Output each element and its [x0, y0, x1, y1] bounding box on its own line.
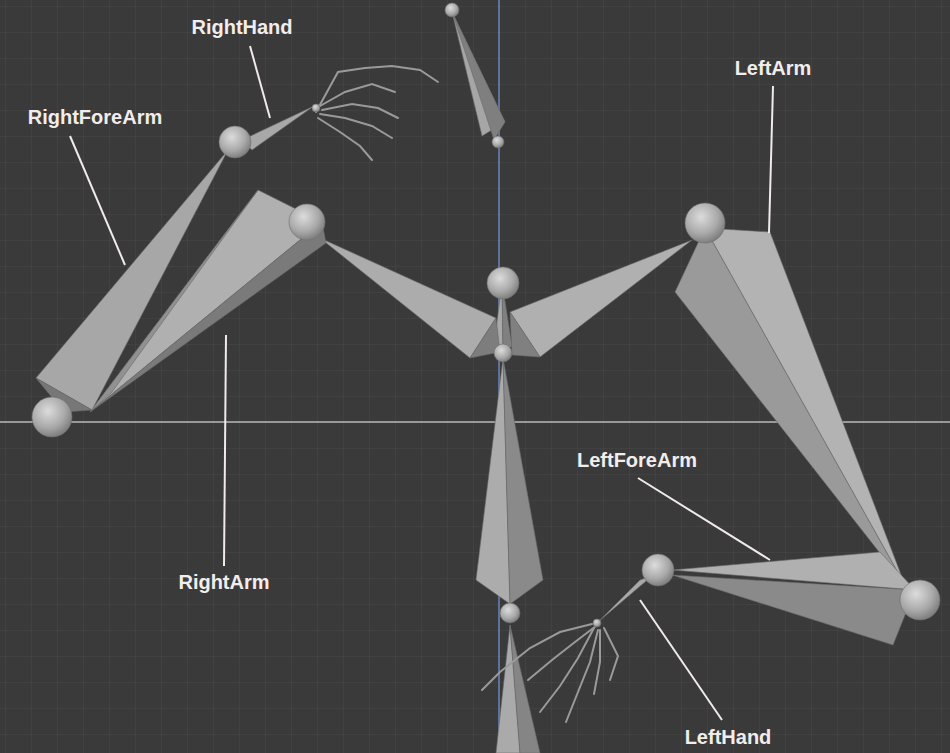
joints	[289, 204, 325, 240]
bone-label: LeftHand	[685, 725, 772, 749]
bone-label: LeftArm	[735, 56, 812, 80]
bones	[503, 358, 543, 604]
joints	[32, 397, 72, 437]
joints	[685, 203, 725, 243]
fingers	[566, 630, 598, 722]
bone-label: RightArm	[178, 570, 269, 594]
fingers	[316, 66, 438, 112]
fingers	[482, 624, 592, 690]
bones	[510, 312, 540, 357]
joints	[593, 619, 601, 627]
bones	[598, 576, 652, 622]
bones	[510, 240, 692, 357]
bones	[675, 228, 905, 585]
joints	[492, 136, 504, 148]
joints	[32, 3, 940, 627]
bones	[452, 12, 505, 140]
bone-label: RightHand	[191, 15, 292, 39]
bone-label: RightForeArm	[28, 105, 162, 129]
leader-lines	[638, 478, 770, 560]
leader-lines	[70, 46, 773, 720]
leader-lines	[640, 600, 722, 720]
leader-lines	[70, 136, 125, 265]
joints	[494, 344, 512, 362]
fingers	[594, 630, 600, 694]
fingers	[318, 118, 372, 160]
joints	[642, 554, 674, 586]
joints	[445, 3, 459, 17]
bone-label: LeftForeArm	[577, 448, 697, 472]
fingers	[604, 628, 618, 680]
fingers	[320, 84, 395, 106]
joints	[500, 603, 520, 623]
bones	[705, 228, 905, 585]
joints	[312, 104, 320, 112]
bones	[36, 12, 915, 753]
bones	[242, 106, 314, 150]
fingers	[316, 66, 618, 722]
joints	[487, 267, 519, 299]
leader-lines	[224, 335, 226, 566]
joints	[900, 580, 940, 620]
bones	[320, 238, 496, 358]
leader-lines	[769, 86, 773, 233]
bones	[36, 150, 228, 410]
joints	[219, 126, 251, 158]
bones	[672, 575, 915, 645]
leader-lines	[250, 46, 270, 118]
